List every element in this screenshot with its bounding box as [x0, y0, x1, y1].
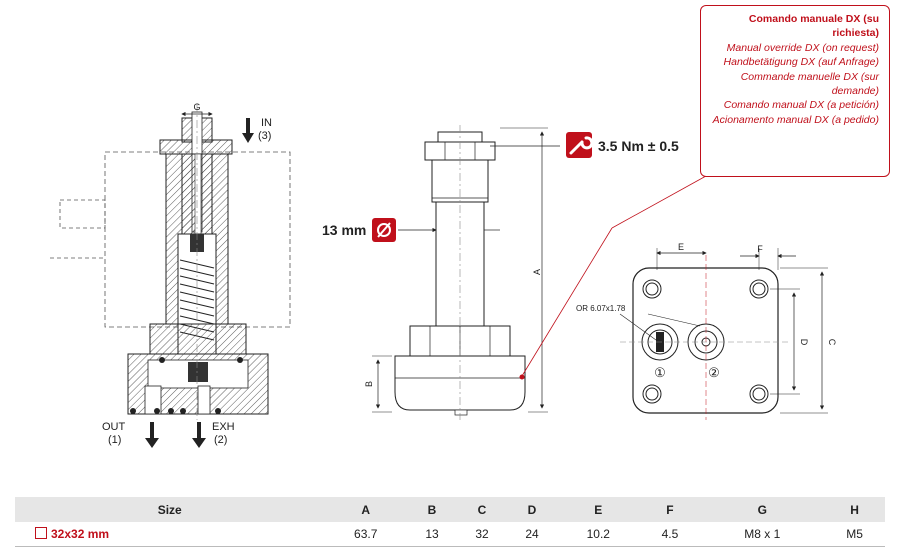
manual-override-callout: Comando manuale DX (su richiesta) Manual… [700, 5, 890, 177]
header-g: G [700, 497, 825, 522]
torque-label: 3.5 Nm ± 0.5 [598, 138, 679, 154]
cell-e: 10.2 [557, 522, 640, 547]
header-f: F [639, 497, 701, 522]
wrench-icon [566, 132, 594, 158]
cell-g: M8 x 1 [700, 522, 825, 547]
o-rings [130, 357, 243, 414]
port-exh-number: (2) [214, 434, 227, 446]
dim-a-label: A [532, 269, 542, 275]
port-exh-label: EXH [212, 421, 235, 433]
table-row: 32x32 mm 63.7 13 32 24 10.2 4.5 M8 x 1 M… [15, 522, 885, 547]
header-e: E [557, 497, 640, 522]
port-in-label: IN [261, 117, 272, 129]
header-b: B [407, 497, 457, 522]
dimensions-table: Size A B C D E F G H 32x32 mm 63.7 13 32… [15, 497, 885, 547]
cell-h: M5 [824, 522, 885, 547]
port-2-number: ② [708, 365, 720, 380]
top-view: E F D C OR 6.07x1.78 ① ② [576, 242, 837, 420]
callout-line-pt: Acionamento manual DX (a pedido) [712, 113, 879, 126]
callout-line-it: Comando manuale DX (su richiesta) [748, 13, 879, 40]
cell-f: 4.5 [639, 522, 701, 547]
port-in-number: (3) [258, 130, 271, 142]
callout-line-en: Manual override DX (on request) [726, 41, 879, 54]
technical-drawing: G IN (3) OUT (1) EXH (2) [50, 102, 877, 448]
dim-e-label: E [678, 242, 684, 252]
header-a: A [324, 497, 407, 522]
size-checkbox[interactable] [35, 527, 47, 539]
callout-text: Comando manuale DX (su richiesta) Manual… [701, 12, 879, 127]
header-h: H [824, 497, 885, 522]
size-value: 32x32 mm [51, 527, 110, 541]
port-out-label: OUT [102, 421, 126, 433]
dim-d-label: D [799, 339, 809, 346]
section-view: G IN (3) OUT (1) EXH (2) [50, 102, 291, 448]
header-c: C [457, 497, 507, 522]
dim-b-label: B [364, 381, 374, 387]
connector-outline [59, 199, 106, 229]
callout-line-fr: Commande manuelle DX (sur demande) [740, 70, 879, 98]
dim-f-label: F [757, 244, 763, 254]
flange [149, 323, 247, 355]
exh-arrow-icon [192, 422, 206, 448]
header-size: Size [15, 497, 325, 522]
side-view: 3.5 Nm ± 0.5 13 mm A B [322, 125, 707, 420]
cell-d: 24 [507, 522, 557, 547]
cell-a: 63.7 [324, 522, 407, 547]
size-cell[interactable]: 32x32 mm [15, 522, 325, 547]
mounting-holes [642, 279, 769, 404]
port-out-number: (1) [108, 434, 121, 446]
callout-line-es: Comando manual DX (a petición) [723, 99, 879, 112]
header-d: D [507, 497, 557, 522]
cell-c: 32 [457, 522, 507, 547]
in-arrow-icon [242, 118, 254, 143]
dim-c-label: C [827, 339, 837, 346]
cell-b: 13 [407, 522, 457, 547]
oring-label: OR 6.07x1.78 [576, 304, 626, 313]
out-arrow-icon [145, 422, 159, 448]
diameter-label: 13 mm [322, 222, 366, 238]
port-1-number: ① [654, 365, 666, 380]
callout-line-de: Handbetätigung DX (auf Anfrage) [723, 56, 879, 69]
table-header-row: Size A B C D E F G H [15, 497, 885, 522]
diameter-icon [372, 218, 396, 242]
dim-g-label: G [193, 102, 200, 112]
